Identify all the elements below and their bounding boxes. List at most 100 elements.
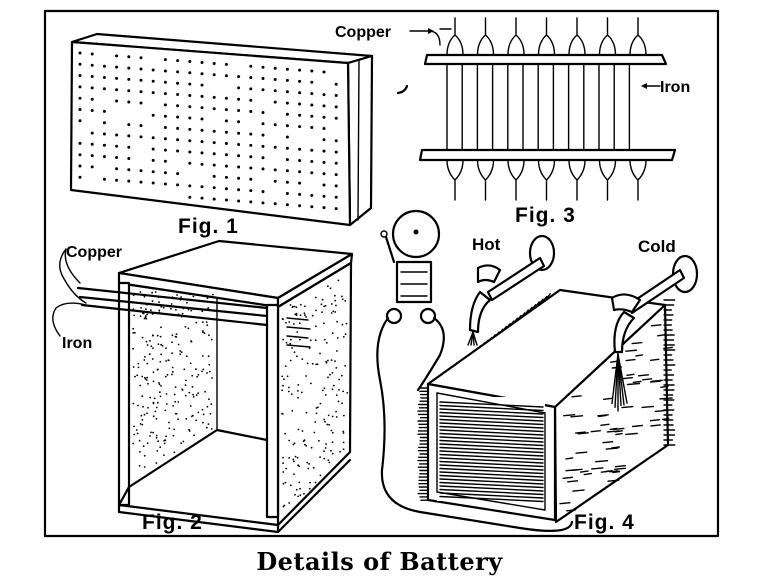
- stipple-dot: [338, 378, 340, 381]
- stipple-dot: [186, 301, 188, 304]
- stipple-dot: [321, 389, 324, 392]
- stipple-dot: [139, 315, 142, 317]
- perforation-dot: [224, 198, 228, 202]
- stipple-dot: [311, 314, 314, 317]
- stipple-dot: [325, 443, 327, 445]
- perforation-dot: [212, 174, 216, 178]
- stipple-dot: [151, 291, 154, 294]
- stipple-dot: [334, 311, 337, 313]
- perforation-dot: [273, 179, 277, 183]
- stipple-dot: [175, 336, 178, 338]
- perforation-dot: [151, 68, 155, 72]
- stipple-dot: [314, 339, 317, 342]
- stipple-dot: [293, 442, 296, 445]
- stipple-dot: [291, 347, 293, 349]
- perforation-dot: [298, 125, 302, 129]
- stipple-dot: [197, 373, 200, 376]
- perforation-dot: [200, 61, 204, 64]
- stipple-dot: [180, 296, 183, 298]
- hatch-mark: [635, 354, 644, 357]
- stipple-dot: [158, 383, 161, 386]
- perforation-dot: [163, 80, 167, 84]
- stipple-dot: [310, 446, 313, 449]
- fig4-cold-label: Cold: [638, 237, 676, 256]
- stipple-dot: [181, 312, 184, 315]
- stipple-dot: [282, 471, 285, 473]
- stipple-dot: [303, 492, 305, 495]
- stipple-dot: [330, 359, 333, 361]
- perforation-dot: [310, 92, 314, 96]
- stipple-dot: [143, 413, 146, 416]
- plate-line: [439, 450, 544, 457]
- hatch-mark: [590, 430, 601, 433]
- perforation-dot: [78, 153, 82, 157]
- perforation-dot: [261, 77, 265, 80]
- stipple-dot: [342, 335, 345, 338]
- perforation-dot: [261, 167, 265, 171]
- perforation-dot: [237, 143, 241, 146]
- perforation-dot: [176, 183, 180, 187]
- perforation-dot: [163, 148, 167, 152]
- hatch-mark: [566, 509, 577, 512]
- perforation-dot: [102, 121, 106, 125]
- stipple-dot: [315, 407, 318, 409]
- stipple-dot: [160, 353, 163, 356]
- stipple-dot: [208, 398, 210, 401]
- stipple-dot: [164, 439, 167, 442]
- perforation-dot: [78, 108, 82, 111]
- stipple-dot: [325, 360, 328, 363]
- perforation-dot: [249, 76, 253, 80]
- stipple-dot: [210, 338, 213, 341]
- stipple-dot: [207, 355, 210, 358]
- perforation-dot: [285, 180, 289, 184]
- plate-line: [439, 422, 544, 429]
- stipple-dot: [177, 418, 180, 420]
- stipple-dot: [285, 467, 288, 470]
- stipple-dot: [298, 322, 301, 325]
- perforation-dot: [127, 179, 131, 183]
- figure-4-label: Fig. 4: [574, 511, 635, 534]
- hatch-mark: [567, 480, 579, 483]
- stipple-dot: [138, 465, 141, 467]
- hatch-mark: [579, 470, 589, 473]
- stipple-dot: [154, 291, 157, 293]
- perforation-dot: [151, 91, 155, 95]
- perforation-dot: [298, 91, 302, 95]
- perforation-dot: [151, 170, 155, 174]
- perforation-dot: [224, 108, 228, 112]
- stipple-dot: [191, 386, 194, 388]
- perforation-dot: [224, 187, 228, 191]
- stipple-dot: [301, 358, 304, 360]
- stipple-dot: [173, 451, 176, 454]
- stipple-dot: [305, 445, 308, 447]
- stipple-dot: [341, 298, 344, 301]
- perforation-dot: [78, 119, 82, 123]
- perforation-dot: [237, 75, 241, 79]
- stipple-dot: [305, 316, 307, 318]
- stipple-dot: [160, 385, 162, 387]
- stipple-dot: [335, 304, 337, 307]
- stipple-dot: [281, 375, 284, 378]
- figure-2-box: [76, 239, 354, 534]
- perforation-dot: [176, 172, 180, 176]
- hatch-mark: [612, 470, 621, 474]
- perforation-dot: [90, 165, 94, 169]
- perforation-dot: [163, 159, 167, 163]
- stipple-dot: [282, 505, 285, 508]
- figure-1-label: Fig. 1: [178, 215, 239, 238]
- perforation-dot: [273, 168, 277, 172]
- perforation-dot: [90, 154, 94, 158]
- perforation-dot: [90, 75, 94, 78]
- stipple-dot: [335, 367, 338, 369]
- stipple-dot: [323, 387, 326, 390]
- stipple-dot: [163, 442, 166, 445]
- perforation-dot: [298, 170, 302, 174]
- perforation-dot: [224, 96, 228, 100]
- stipple-dot: [290, 338, 292, 341]
- stipple-dot: [304, 305, 306, 308]
- perforation-dot: [188, 139, 192, 143]
- stipple-dot: [331, 441, 334, 444]
- perforation-dot: [139, 56, 143, 60]
- perforation-dot: [334, 173, 338, 177]
- stipple-dot: [172, 405, 175, 407]
